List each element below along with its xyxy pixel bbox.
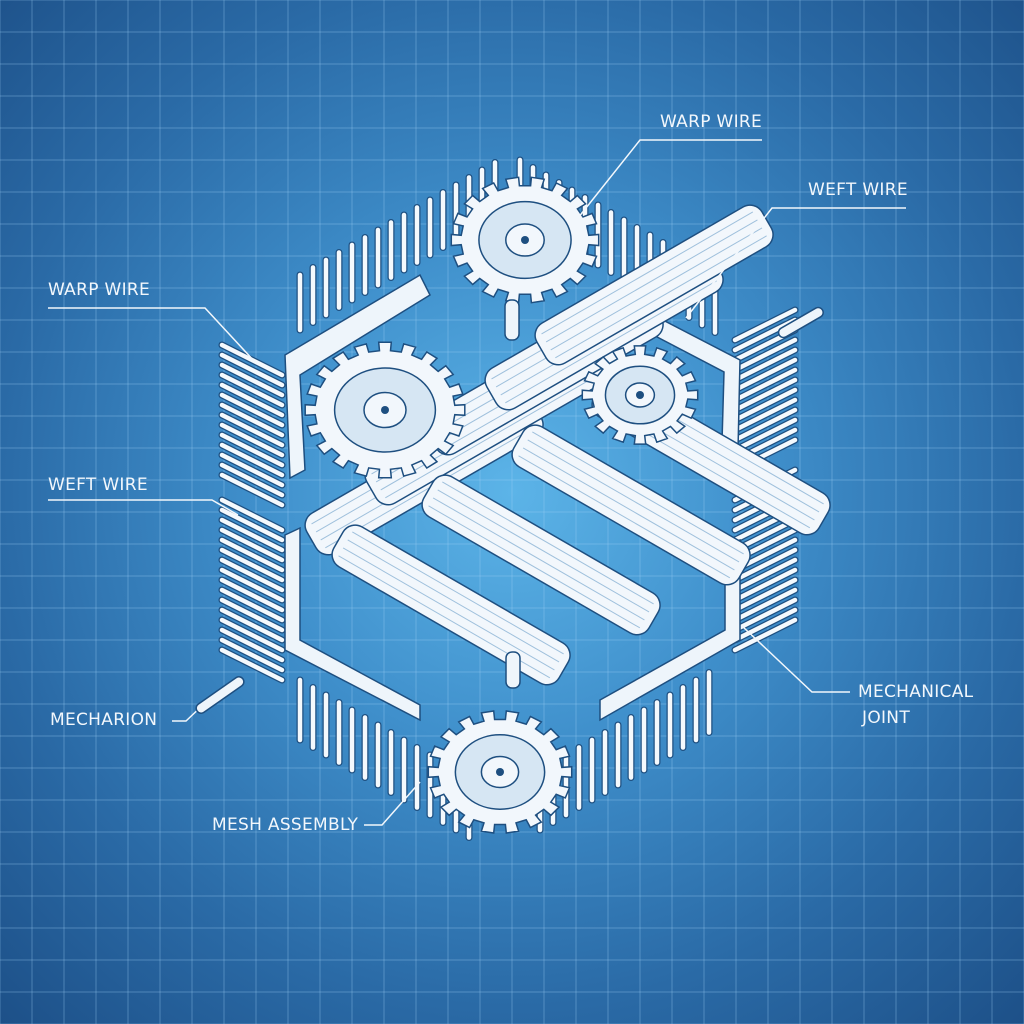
leader-warp-wire-top: [577, 139, 762, 219]
leader-weft-wire-left: [48, 499, 239, 516]
woven-ribbons: [304, 204, 831, 686]
wire-rod: [219, 617, 285, 653]
wire-rod: [732, 607, 798, 643]
wire-rod: [219, 557, 285, 593]
wire-rod: [732, 357, 798, 393]
wire-rod: [219, 422, 285, 458]
wire-rod: [732, 557, 798, 593]
pin-right: [777, 306, 824, 339]
wire-rod: [219, 442, 285, 478]
wire-rod: [219, 432, 285, 468]
wire-rod: [219, 412, 285, 448]
label-mechanical-joint-1: MECHANICAL: [858, 682, 974, 702]
leader-mesh-assembly: [364, 781, 421, 826]
ribbon-strip: [421, 474, 661, 636]
leader-lines: [48, 139, 906, 826]
wire-rod: [732, 367, 798, 403]
wire-rod: [219, 597, 285, 633]
wire-rod: [219, 567, 285, 603]
loose-pins: [195, 299, 824, 714]
wire-rod: [219, 462, 285, 498]
wire-rod: [219, 577, 285, 613]
wire-rod: [732, 547, 798, 583]
wire-rod: [219, 547, 285, 583]
wire-rod: [219, 352, 285, 388]
wire-rod: [219, 382, 285, 418]
wire-rod: [732, 417, 798, 453]
wire-rod: [219, 517, 285, 553]
label-mecharion: MECHARION: [50, 710, 158, 730]
wire-rod: [219, 647, 285, 683]
wire-rod: [219, 627, 285, 663]
wire-rod: [732, 317, 798, 353]
wire-rod: [732, 577, 798, 613]
gear-right: [581, 345, 699, 445]
leader-weft-wire-right: [685, 207, 906, 319]
gears: [304, 176, 699, 834]
wire-rod: [732, 567, 798, 603]
wire-rod: [219, 527, 285, 563]
wire-rod: [219, 452, 285, 488]
wire-rod: [219, 587, 285, 623]
frame-plate-left-upper: [284, 273, 431, 480]
wire-rod: [219, 402, 285, 438]
wire-rod: [732, 397, 798, 433]
leader-warp-wire-left: [48, 307, 256, 363]
label-warp-wire-left: WARP WIRE: [48, 280, 151, 300]
ribbon-strip: [511, 424, 751, 586]
wire-rod: [219, 507, 285, 543]
leader-mechanical-joint: [741, 625, 850, 693]
gear-top: [450, 176, 600, 304]
label-weft-wire-right: WEFT WIRE: [808, 180, 908, 200]
wire-rod: [732, 597, 798, 633]
wire-rod: [732, 307, 798, 343]
wire-rod: [732, 337, 798, 373]
wire-rod: [732, 377, 798, 413]
wire-rod: [219, 497, 285, 533]
ribbon-strip: [534, 204, 774, 366]
wire-rod: [219, 637, 285, 673]
ribbon-strip: [331, 524, 571, 686]
wire-rod: [219, 372, 285, 408]
wire-rod: [732, 587, 798, 623]
gear-bottom: [427, 710, 573, 834]
pin-left: [195, 676, 245, 714]
wire-rod: [732, 617, 798, 653]
wire-rod: [219, 342, 285, 378]
wire-rod: [732, 347, 798, 383]
wire-rod: [219, 362, 285, 398]
wire-rod: [219, 392, 285, 428]
wire-rod: [219, 537, 285, 573]
pin-center-bottom: [505, 651, 521, 689]
wire-rod: [732, 407, 798, 443]
frame-plate-left-lower: [284, 526, 421, 722]
wire-rod: [219, 607, 285, 643]
gear-left: [304, 341, 466, 479]
wire-rod: [219, 472, 285, 508]
pin-center-top: [504, 299, 520, 341]
label-weft-wire-left: WEFT WIRE: [48, 475, 148, 495]
label-mechanical-joint-2: JOINT: [862, 708, 911, 728]
label-warp-wire-top: WARP WIRE: [660, 112, 763, 132]
wire-rod: [732, 387, 798, 423]
label-mesh-assembly: MESH ASSEMBLY: [212, 815, 359, 835]
